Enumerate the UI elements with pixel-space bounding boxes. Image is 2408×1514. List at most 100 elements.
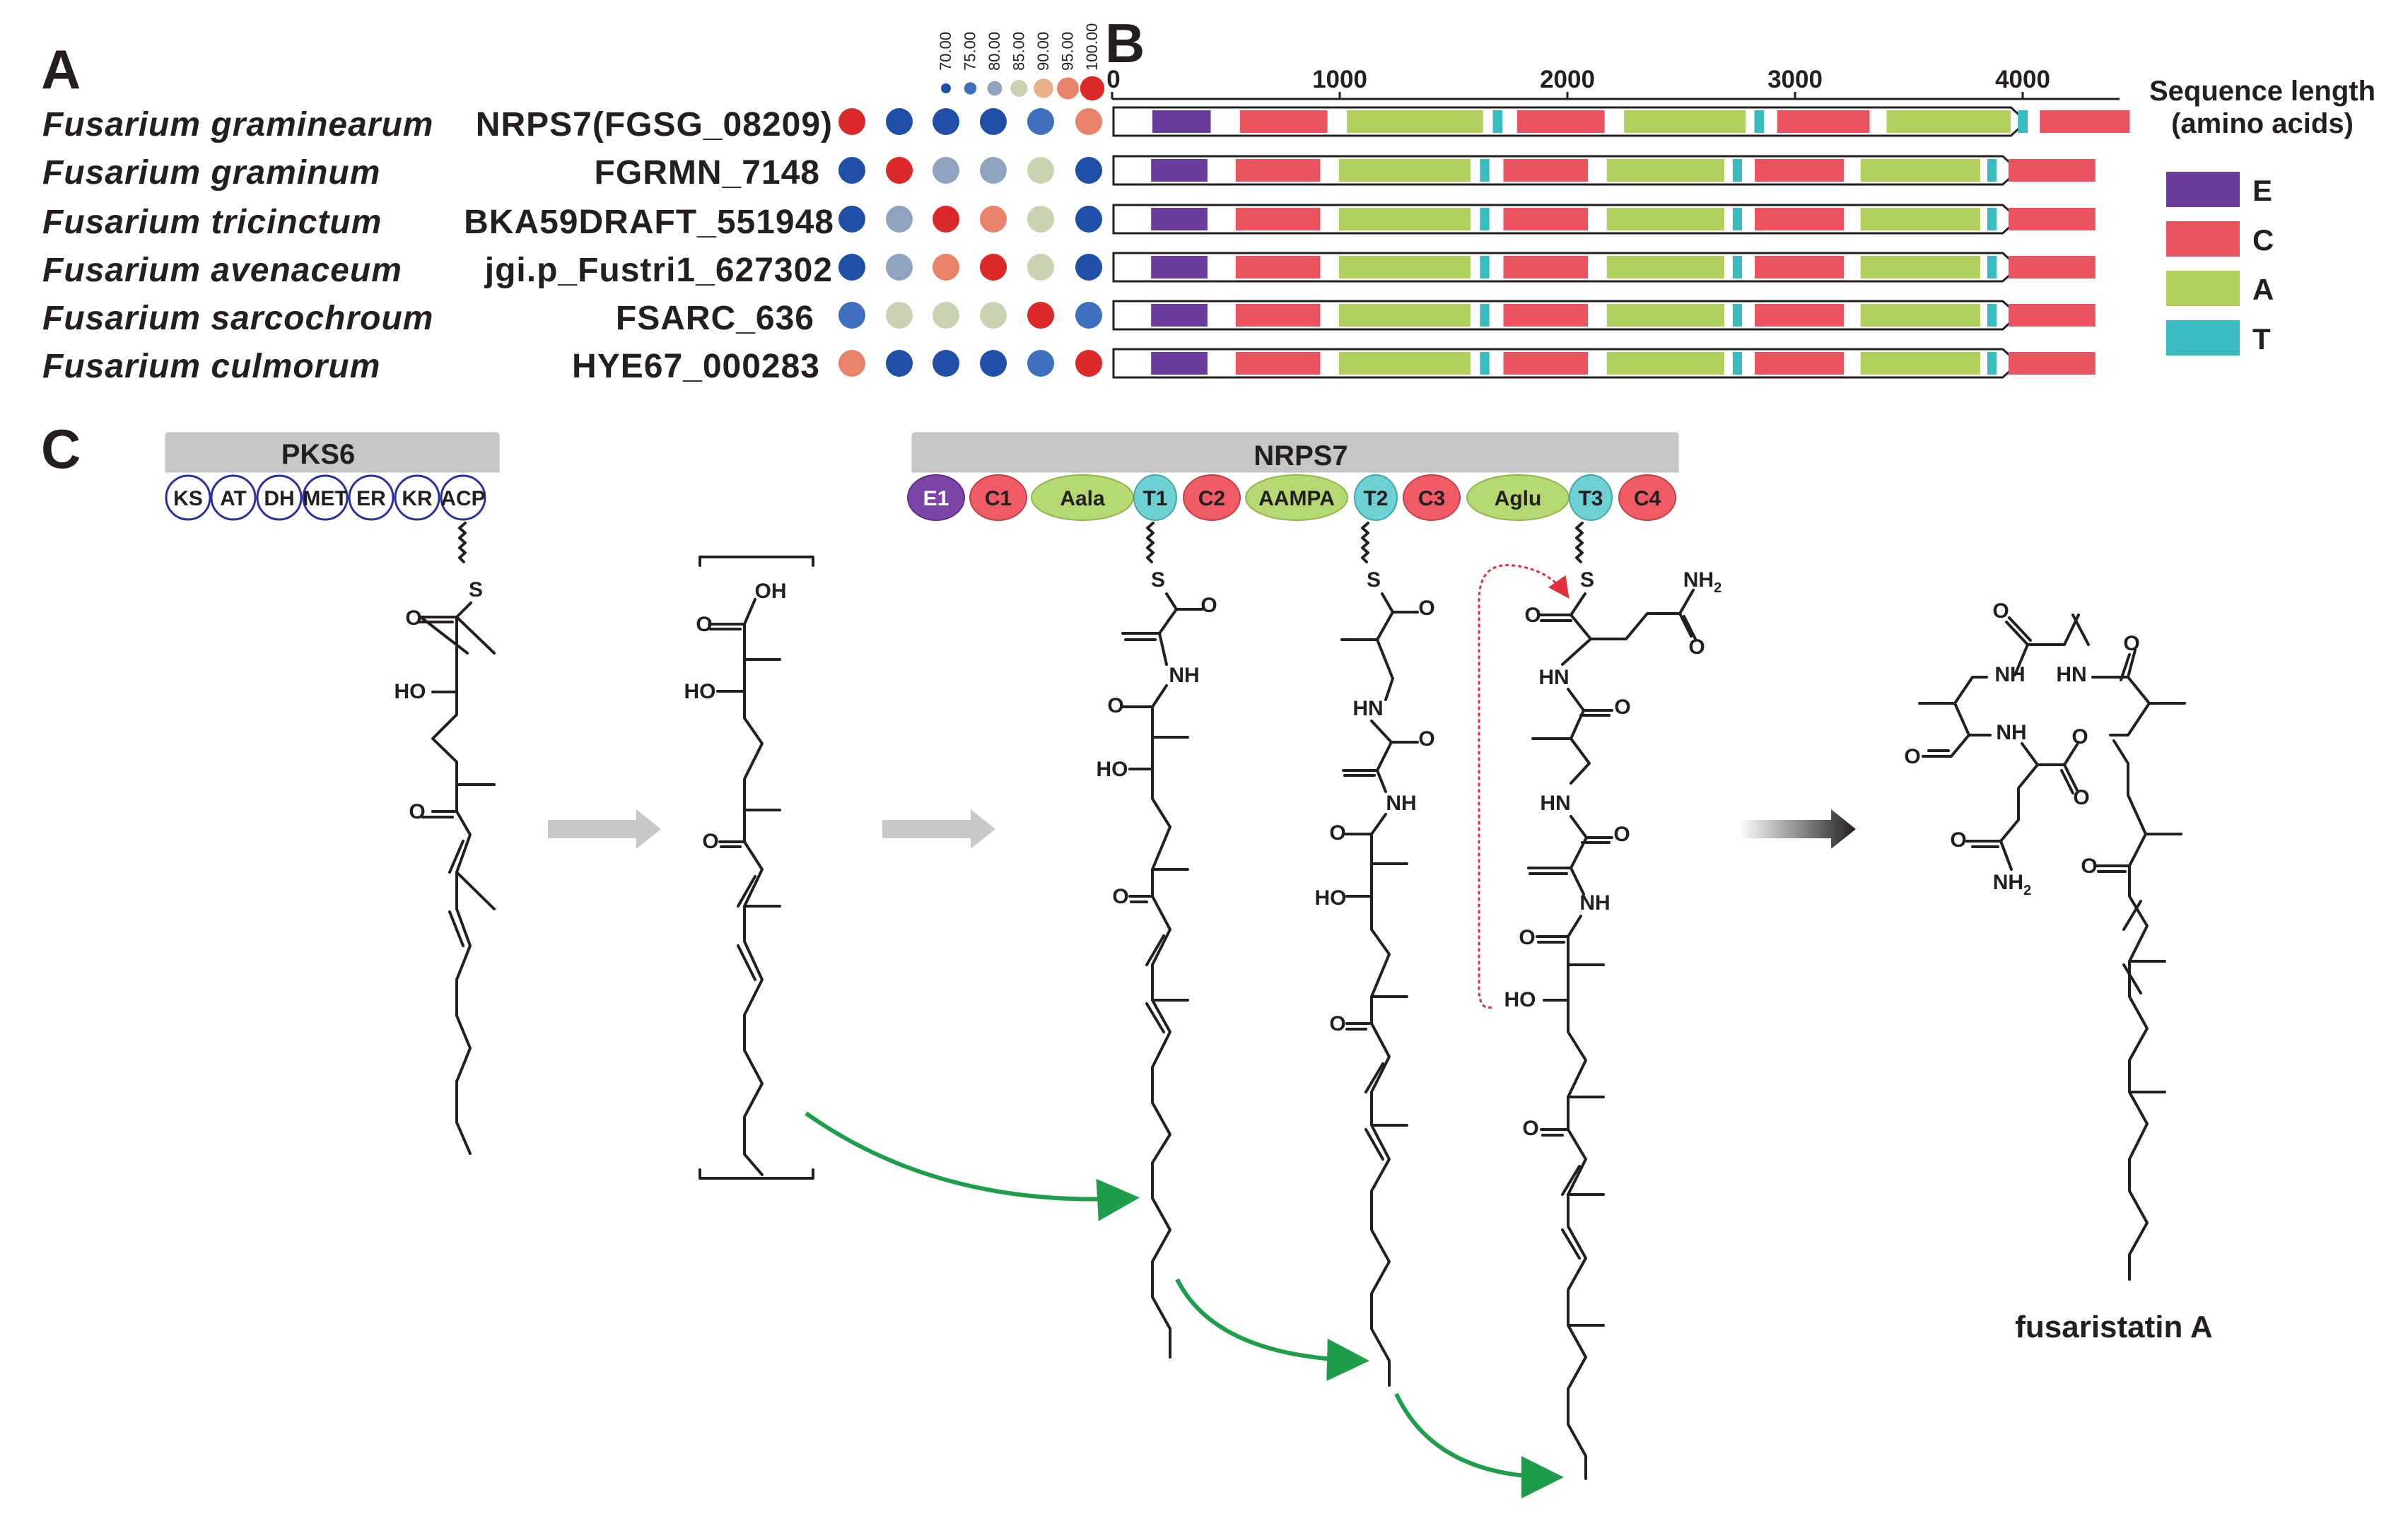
atom-o: O [1418,727,1434,751]
atom-nh2: NH2 [1683,568,1722,596]
domain-segment-c [1777,110,1870,133]
atom-nh2: NH2 [1993,871,2031,898]
atom-o: O [1904,745,1920,768]
domain-segment-t [1732,304,1743,327]
identity-dot [980,108,1007,135]
atom-o: O [1950,828,1966,852]
domain-segment-t [1480,159,1490,182]
domain-segment-t [1732,256,1743,278]
species-label: Fusarium graminearum [42,106,433,143]
identity-dot [980,206,1007,233]
species-label: Fusarium tricinctum [42,204,382,241]
domain-segment-e [1151,208,1208,230]
axis-tick-label: 2000 [1540,66,1595,93]
domain-segment-c [2008,256,2096,278]
atom-o: O [1329,1012,1345,1035]
identity-dot [1075,206,1102,233]
scale-dot [1057,77,1079,100]
nrps-domain-label: T3 [1578,487,1603,510]
structure-t1-bound: S O NH O HO O [1097,522,1217,1359]
gene-id-label: BKA59DRAFT_551948 [464,204,834,241]
axis-title: Sequence length [2149,76,2375,107]
panel-label-c: C [41,418,81,480]
domain-segment-c [1755,352,1845,375]
domain-segment-a [1338,256,1471,278]
species-label: Fusarium sarcochroum [42,300,433,337]
pks-domain [210,474,257,521]
domain-segment-c [1755,304,1845,327]
identity-dot [1075,350,1102,377]
axis-tick-label: 0 [1106,66,1120,93]
cyclization-arrow [1478,564,1570,1009]
domain-segment-e [1152,110,1211,133]
panel-label-b: B [1105,12,1145,74]
domain-segment-t [1987,304,1997,327]
domain-segment-t [1732,352,1743,375]
nrps-domain-label: AAMPA [1258,487,1335,510]
legend-swatch-e [2166,172,2240,207]
domain-segment-c [1503,159,1589,182]
atom-o: O [405,606,421,630]
domain-segment-e [1151,159,1208,182]
identity-dot [933,254,959,281]
domain-segment-c [1503,352,1589,375]
atom-o: O [1613,823,1630,846]
domain-segment-c [1503,208,1589,230]
pathway-arrow-final [1739,809,1856,849]
atom-o: O [1522,1117,1538,1140]
domain-segment-a [1606,208,1724,230]
pks-domain [394,474,440,521]
atom-o: O [409,800,425,823]
scale-dot [1034,78,1053,98]
nrps-domain-label: C2 [1198,487,1225,510]
panel-b-legend: E C A T [2166,172,2274,356]
domain-bar [1112,252,2096,283]
identity-dot [1027,157,1054,184]
scale-dot [941,83,951,93]
domain-segment-a [1606,256,1724,278]
atom-s: S [1367,568,1381,592]
gene-id-label: NRPS7(FGSG_08209) [476,106,833,143]
atom-o: O [1614,696,1630,719]
pathway-arrow [882,809,995,849]
scale-label: 70.00 [937,32,954,71]
atom-hn: HN [1540,792,1570,815]
atom-nh: NH [1994,663,2025,686]
panel-a-labels: Fusarium graminearum Fusarium graminum F… [42,106,834,385]
domain-segment-c [2008,304,2096,327]
scale-label: 85.00 [1010,32,1028,71]
scale-dot [987,81,1003,96]
identity-dot [886,254,913,281]
atom-o: O [2073,786,2089,809]
nrps7-title: NRPS7 [1253,440,1348,471]
gene-id-label: jgi.p_Fustri1_627302 [484,252,833,289]
identity-dot [886,302,913,329]
domain-segment-a [1860,208,1981,230]
domain-segment-c [1235,352,1321,375]
domain-segment-c [1235,304,1321,327]
domain-segment-t [1480,352,1490,375]
identity-dot [1075,157,1102,184]
domain-segment-t [1732,159,1743,182]
atom-o: O [1112,885,1128,908]
pks-domain [302,474,349,521]
nrps-domain-label: C1 [985,487,1012,510]
nrps-domain-t [1354,474,1398,521]
domain-segment-e [1151,256,1208,278]
legend-swatch-t [2166,320,2240,356]
identity-dot [1027,108,1054,135]
atom-ho: HO [1504,988,1536,1011]
panel-label-a: A [41,38,81,100]
domain-bar [1112,348,2096,379]
identity-dot [1027,302,1054,329]
pks-domain-label: ER [356,487,386,510]
gene-id-label: FGRMN_7148 [595,154,820,192]
atom-o: O [702,830,718,853]
axis-title-units: (amino acids) [2171,108,2354,139]
nrps-domain-c [1403,474,1461,521]
species-label: Fusarium avenaceum [42,252,402,289]
